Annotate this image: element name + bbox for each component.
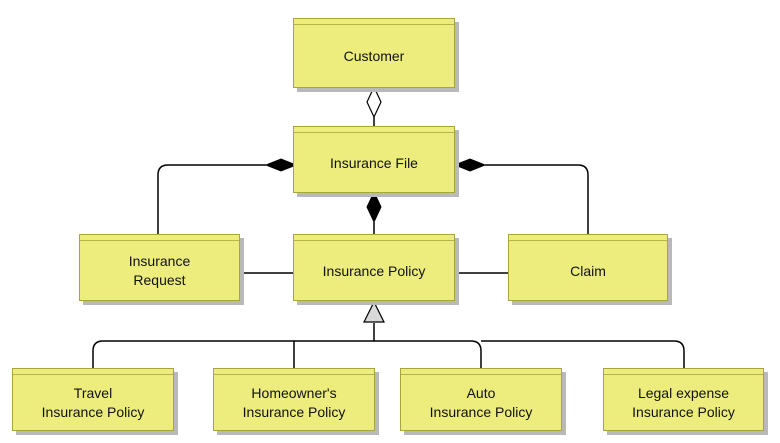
aggregation-diamond-icon — [366, 85, 382, 119]
class-claim[interactable]: Claim — [508, 234, 668, 301]
generalization-branch-left — [92, 340, 374, 368]
class-travel-insurance-policy-label: Travel Insurance Policy — [41, 385, 145, 420]
generalization-branch-auto — [374, 340, 482, 368]
composition-line-request — [157, 164, 266, 234]
generalization-branch-right — [481, 340, 685, 368]
class-customer-label: Customer — [343, 48, 405, 64]
class-insurance-policy[interactable]: Insurance Policy — [293, 234, 455, 301]
class-insurance-request[interactable]: Insurance Request — [79, 234, 240, 301]
class-homeowners-insurance-policy[interactable]: Homeowner's Insurance Policy — [213, 368, 375, 431]
class-insurance-file-label: Insurance File — [330, 154, 418, 171]
generalization-triangle-icon — [363, 300, 385, 323]
class-insurance-file[interactable]: Insurance File — [293, 126, 455, 193]
composition-diamond-icon — [264, 158, 298, 172]
class-claim-label: Claim — [570, 262, 606, 279]
class-auto-insurance-policy[interactable]: Auto Insurance Policy — [400, 368, 562, 431]
composition-diamond-icon — [366, 190, 382, 224]
class-insurance-policy-label: Insurance Policy — [322, 262, 426, 279]
class-travel-insurance-policy[interactable]: Travel Insurance Policy — [12, 368, 174, 431]
class-auto-insurance-policy-label: Auto Insurance Policy — [429, 385, 533, 420]
composition-line-claim — [485, 164, 589, 234]
class-homeowners-insurance-policy-label: Homeowner's Insurance Policy — [242, 385, 346, 420]
composition-diamond-icon — [453, 158, 487, 172]
class-insurance-request-label: Insurance Request — [128, 253, 191, 288]
class-legal-expense-insurance-policy[interactable]: Legal expense Insurance Policy — [603, 368, 764, 431]
class-legal-expense-insurance-policy-label: Legal expense Insurance Policy — [632, 385, 735, 420]
class-customer[interactable]: Customer — [293, 18, 455, 88]
